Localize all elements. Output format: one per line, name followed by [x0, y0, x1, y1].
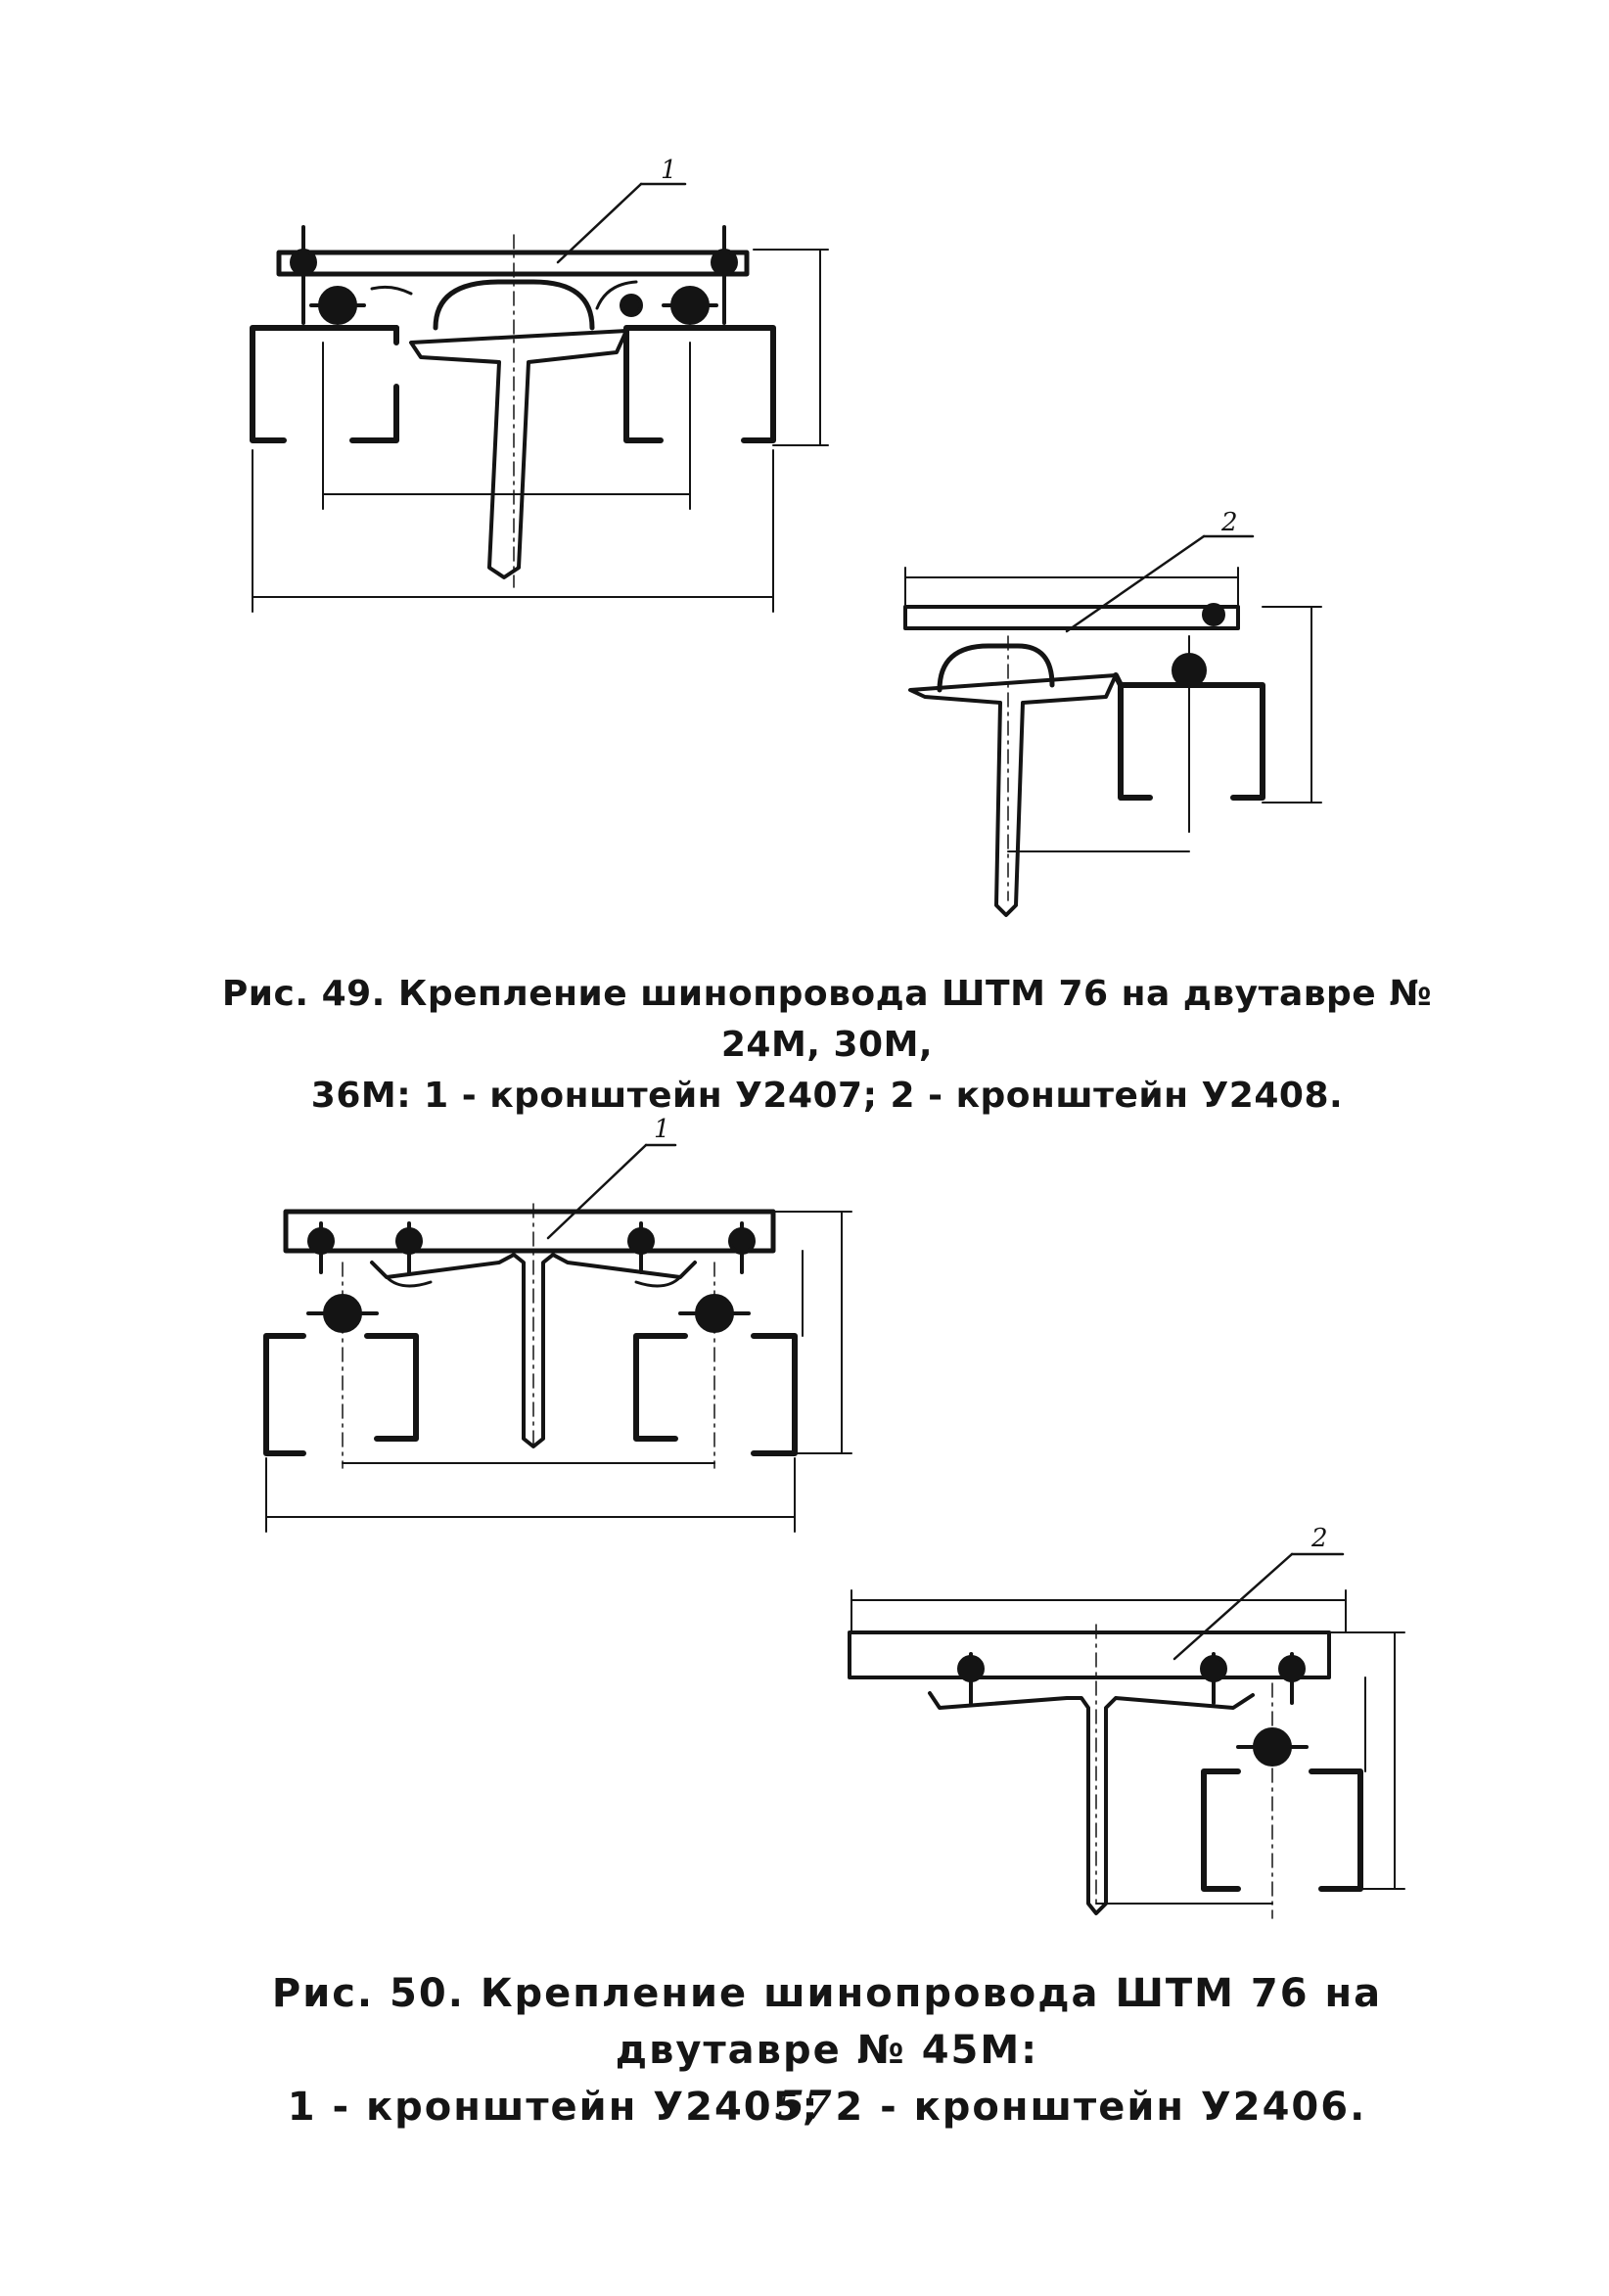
fig49-callout-1: 1	[661, 156, 677, 185]
fig49-2-clamp-arc	[937, 643, 1055, 693]
fig49-2-channel	[1113, 672, 1265, 801]
fig49-bolt-right	[620, 225, 738, 325]
fig49-busbar-flange	[409, 329, 628, 579]
figure-49-caption-line-1: Рис. 49. Крепление шинопровода ШТМ 76 на…	[221, 974, 1433, 1065]
fig49-2-busbar	[908, 673, 1118, 917]
fig49-leader-2	[1065, 534, 1206, 633]
figure-50-caption-line-2: 1 - кронштейн У2405; 2 - кронштейн У2406…	[287, 2085, 1367, 2130]
fig49-channel-right	[623, 325, 776, 443]
fig50-leader-2	[1172, 1552, 1294, 1661]
fig50-assembly-1	[263, 1143, 852, 1533]
fig50-callout-1: 1	[654, 1115, 670, 1144]
fig50-assembly-2	[848, 1552, 1405, 1919]
fig49-assembly-2	[903, 534, 1322, 917]
fig50-2-channel	[1201, 1768, 1363, 1892]
fig49-bolt-left	[290, 225, 366, 325]
fig50-bolts	[306, 1221, 756, 1333]
fig50-channel-right	[633, 1333, 798, 1456]
figure-50-caption-line-1: Рис. 50. Крепление шинопровода ШТМ 76 на…	[271, 1971, 1383, 2073]
fig49-top-plate	[276, 250, 750, 277]
figure-49-drawing: 1 2	[250, 156, 1322, 917]
figure-49-caption: Рис. 49. Крепление шинопровода ШТМ 76 на…	[176, 969, 1478, 1122]
fig50-2-top-plate	[848, 1630, 1331, 1679]
fig49-clamp-arc	[433, 279, 595, 331]
fig49-callout-2: 2	[1220, 508, 1238, 537]
fig49-leader-1	[556, 182, 643, 264]
fig50-channel-left	[263, 1333, 419, 1456]
fig50-callout-2: 2	[1310, 1524, 1328, 1553]
figure-49-caption-line-2: 36М: 1 - кронштейн У2407; 2 - кронштейн …	[310, 1076, 1344, 1116]
fig49-assembly-1	[250, 182, 829, 613]
page-number: 57	[777, 2083, 832, 2129]
fig50-leader-1	[546, 1143, 648, 1240]
figure-50-caption: Рис. 50. Крепление шинопровода ШТМ 76 на…	[176, 1965, 1478, 2135]
fig50-2-busbar	[928, 1691, 1255, 1915]
fig50-busbar	[370, 1253, 697, 1448]
fig50-top-plate	[283, 1209, 776, 1254]
